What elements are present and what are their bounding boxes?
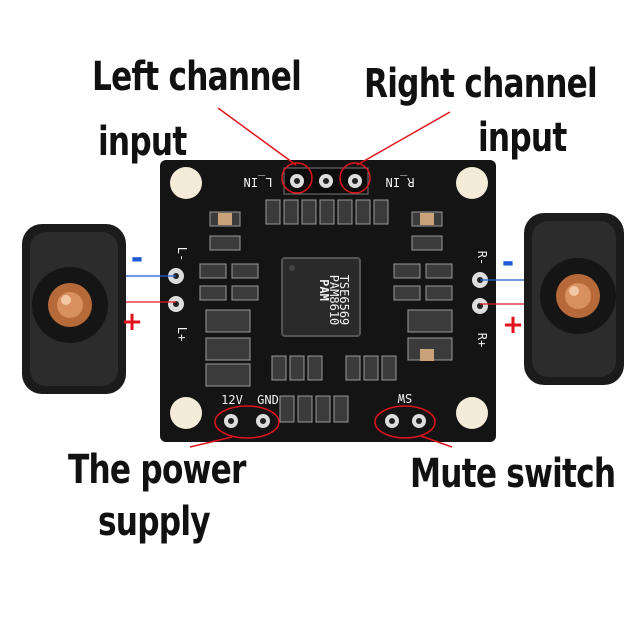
sw-label: SW	[397, 391, 412, 405]
r-in-label: R_IN	[386, 175, 415, 189]
right-speaker-image	[524, 213, 624, 385]
right-minus-sign: -	[502, 245, 514, 280]
chip-code: TSE6569	[337, 275, 351, 326]
gnd-label: GND	[257, 393, 279, 407]
chip-brand: PAM	[317, 279, 331, 301]
amplifier-board: PAM PAM8610 TSE6569	[160, 160, 496, 442]
smd-components	[199, 199, 453, 423]
right-channel-label: Right channel	[364, 61, 598, 107]
switch-pins	[385, 414, 426, 428]
input-header	[283, 167, 369, 195]
left-input-label: input	[98, 119, 187, 165]
callout-markers	[189, 107, 453, 448]
mute-switch-label: Mute switch	[410, 451, 616, 497]
chip-model: PAM8610	[327, 275, 341, 326]
left-plus-sign: +	[121, 307, 143, 337]
mounting-hole-top-right	[456, 167, 488, 199]
right-input-label: input	[478, 115, 567, 161]
mounting-hole-bottom-left	[170, 397, 202, 429]
mounting-hole-top-left	[170, 167, 202, 199]
power-supply-label-line1: The power	[68, 447, 246, 493]
l-plus-label: L+	[175, 327, 189, 341]
left-speaker-image	[22, 224, 126, 394]
polarity-wires	[126, 275, 524, 305]
power-supply-label-line2: supply	[98, 499, 211, 545]
amplifier-chip	[281, 257, 361, 337]
capacitors	[218, 213, 434, 361]
left-minus-sign: -	[131, 241, 143, 276]
l-in-label: L_IN	[244, 175, 273, 189]
l-minus-label: L-	[175, 247, 189, 261]
left-channel-label: Left channel	[92, 54, 302, 100]
r-minus-label: R-	[475, 251, 489, 265]
right-plus-sign: +	[502, 310, 524, 340]
mounting-hole-bottom-right	[456, 397, 488, 429]
12v-label: 12V	[221, 393, 243, 407]
r-plus-label: R+	[475, 333, 489, 347]
power-pins	[224, 414, 270, 428]
right-output-pins	[472, 272, 488, 314]
